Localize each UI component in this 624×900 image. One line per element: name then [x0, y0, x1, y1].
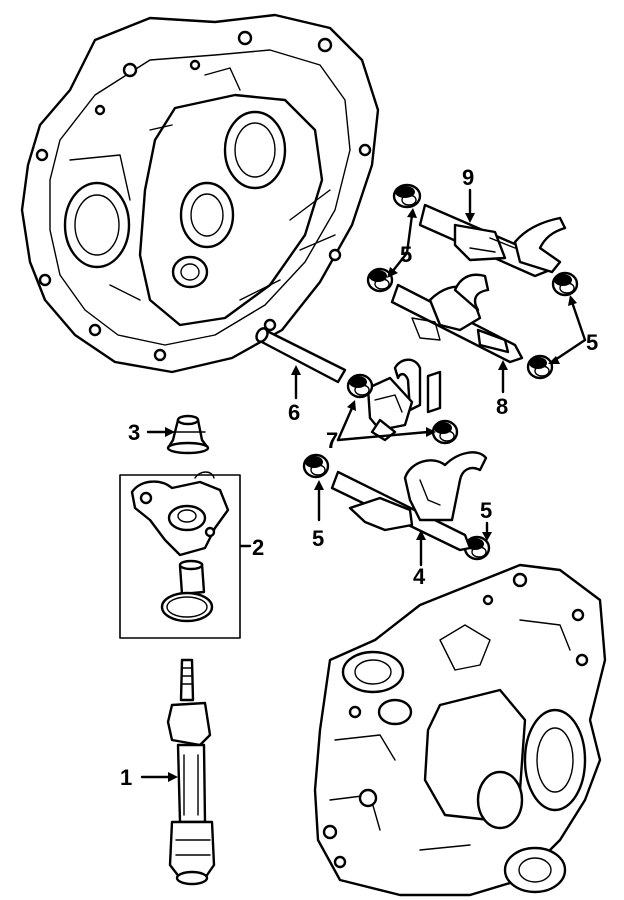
- callout-5-right: 5: [586, 330, 598, 355]
- part-2-kit-box: [119, 471, 241, 639]
- callout-3: 3: [128, 420, 140, 445]
- bushing: [366, 267, 394, 293]
- bushing: [346, 373, 374, 399]
- shift-rod-assembly-9: [418, 203, 567, 278]
- boot-seal-3: [166, 414, 210, 455]
- callout-8: 8: [496, 394, 508, 419]
- callout-5-near-4: 5: [480, 498, 492, 523]
- callout-6: 6: [288, 400, 300, 425]
- callout-2: 2: [252, 535, 264, 560]
- shift-rod-assembly-8: [390, 273, 524, 364]
- shift-lever-1: [166, 658, 216, 886]
- shift-rod-assembly-4: [330, 451, 488, 552]
- shift-rod-6: [255, 327, 347, 384]
- callout-5-lower-left: 5: [312, 526, 324, 551]
- callout-1: 1: [120, 765, 132, 790]
- bushing: [551, 271, 579, 297]
- bushing-group-middle: [302, 373, 491, 561]
- shift-fork-7: [366, 358, 442, 442]
- callout-labels: 1 2 3 4 5 5 5 5 6 7 8 9: [120, 165, 598, 790]
- callout-4: 4: [413, 564, 426, 589]
- callout-5-upper: 5: [400, 242, 412, 267]
- bushing: [392, 183, 422, 209]
- transaxle-assembly: [313, 563, 607, 897]
- bushing: [302, 453, 330, 479]
- bushing-group-upper: [366, 183, 579, 380]
- callout-leaders: [140, 188, 587, 782]
- bushing: [431, 419, 459, 445]
- bushing: [526, 354, 554, 380]
- callout-9: 9: [462, 165, 474, 190]
- transmission-case-housing: [20, 13, 380, 374]
- callout-7: 7: [326, 428, 338, 453]
